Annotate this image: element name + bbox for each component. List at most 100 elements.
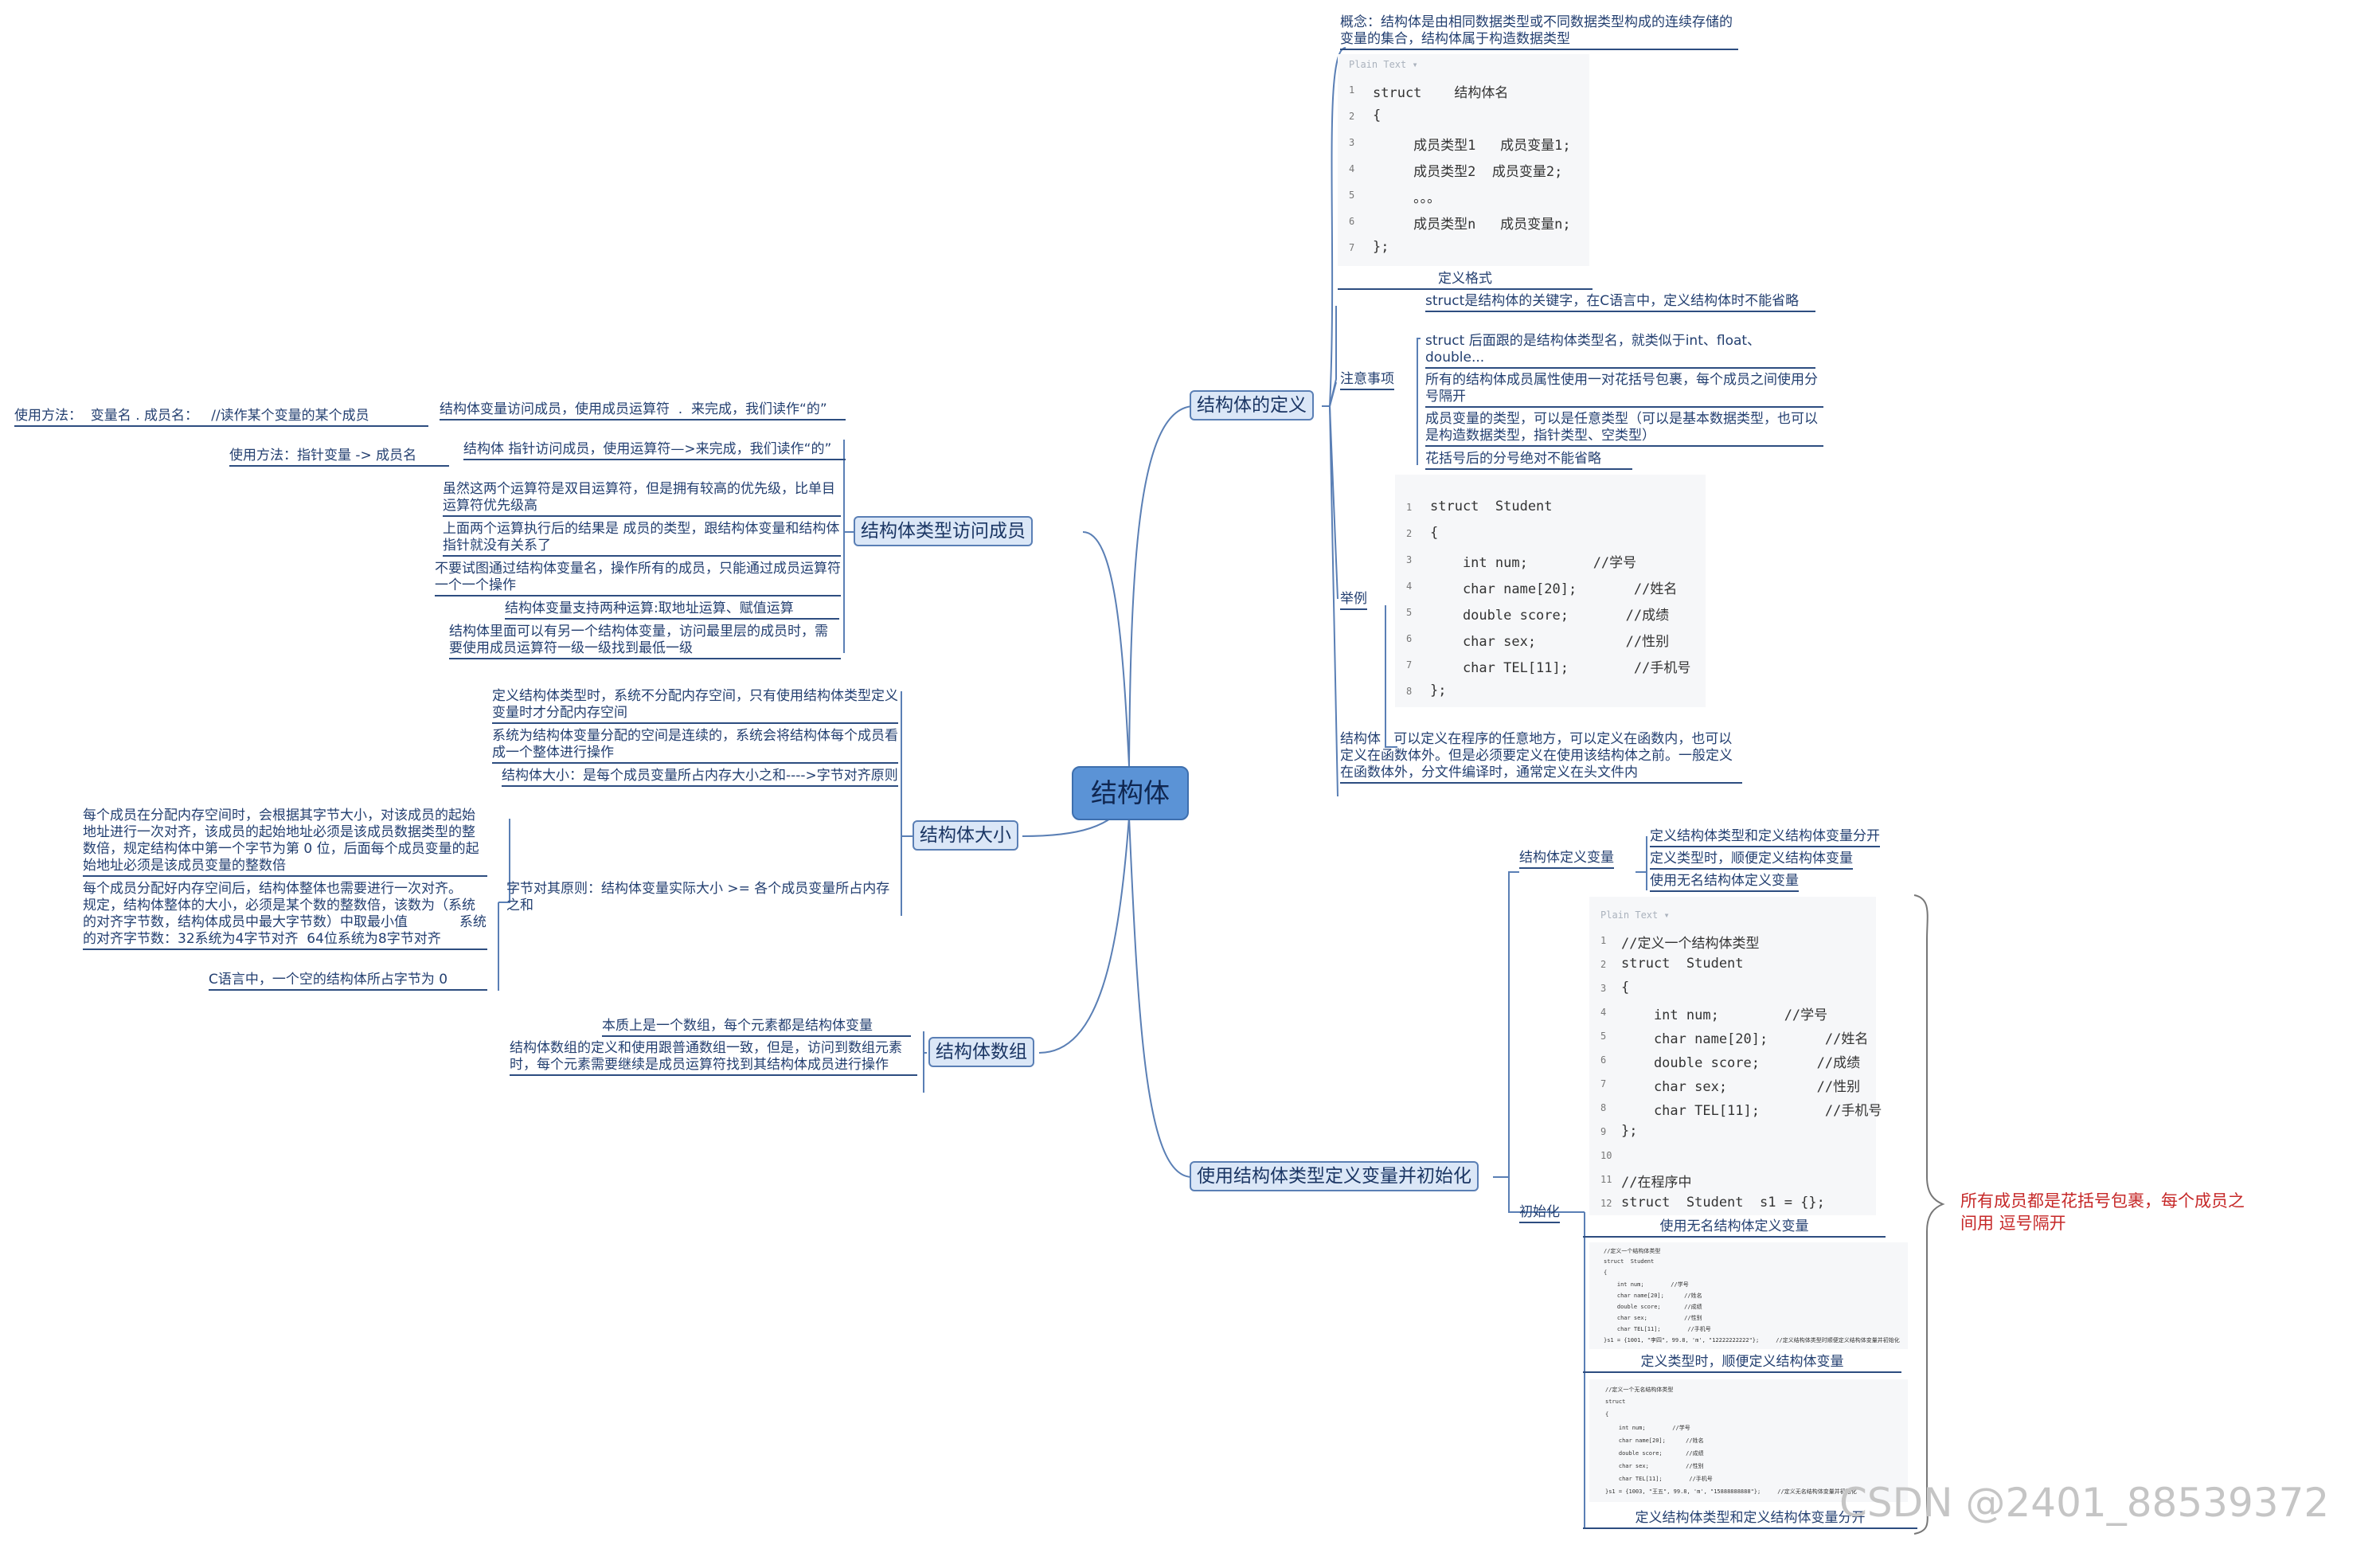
code-line: double score; //成绩 xyxy=(1621,1055,1861,1071)
root-topic[interactable]: 结构体 xyxy=(1072,766,1189,820)
dot-method[interactable]: 使用方法： 变量名 . 成员名： //读作某个变量的某个成员 xyxy=(14,408,428,427)
define-label[interactable]: 结构体定义变量 xyxy=(1519,850,1614,869)
branch-size[interactable]: 结构体大小 xyxy=(913,820,1018,851)
code-line: int num; //学号 xyxy=(1430,555,1637,571)
code-line: int num; //学号 xyxy=(1605,1425,1690,1431)
code-line: double score; //成绩 xyxy=(1605,1450,1704,1457)
define-item[interactable]: 使用无名结构体定义变量 xyxy=(1650,873,1799,892)
code-line: double score; //成绩 xyxy=(1430,608,1670,624)
root-label: 结构体 xyxy=(1091,777,1170,808)
define-item[interactable]: 定义类型时，顺便定义结构体变量 xyxy=(1650,851,1853,870)
code-line: 成员类型2 成员变量2; xyxy=(1373,164,1563,180)
line-number: 1 xyxy=(1600,935,1607,946)
line-number: 4 xyxy=(1406,581,1413,592)
array-item[interactable]: 结构体数组的定义和使用跟普通数组一致，但是，访问到数组元素时，每个元素需要继续是… xyxy=(510,1040,917,1076)
size-item[interactable]: 系统为结构体变量分配的空间是连续的，系统会将结构体每个成员看成一个整体进行操作 xyxy=(492,728,898,764)
align-detail[interactable]: 每个成员分配好内存空间后，结构体整体也需要进行一次对齐。 规定，结构体整体的大小… xyxy=(83,881,487,950)
branch-label: 使用结构体类型定义变量并初始化 xyxy=(1197,1166,1471,1187)
line-number: 3 xyxy=(1349,137,1355,148)
watermark: CSDN @2401_88539372 xyxy=(1839,1480,2330,1526)
line-number: 1 xyxy=(1349,84,1355,96)
access-item[interactable]: 虽然这两个运算符是双目运算符，但是拥有较高的优先级，比单目运算符优先级高 xyxy=(443,481,841,517)
access-item[interactable]: 结构体里面可以有另一个结构体变量，访问最里层的成员时，需要使用成员运算符一级一级… xyxy=(449,624,841,659)
arrow-method[interactable]: 使用方法：指针变量 -> 成员名 xyxy=(229,448,449,467)
init-sub-label[interactable]: 定义类型时，顺便定义结构体变量 xyxy=(1583,1354,1901,1373)
thumb-code-1: //定义一个结构体类型 struct Student { int num; //… xyxy=(1589,1242,1908,1349)
define-item[interactable]: 定义结构体类型和定义结构体变量分开 xyxy=(1650,828,1880,847)
line-number: 4 xyxy=(1349,163,1355,174)
line-number: 11 xyxy=(1600,1174,1612,1185)
size-item[interactable]: 结构体大小：是每个成员变量所占内存大小之和---->字节对齐原则 xyxy=(502,768,898,787)
scope-node[interactable]: 结构体 可以定义在程序的任意地方，可以定义在函数内，也可以定义在函数体外。但是必… xyxy=(1340,731,1742,784)
note-item[interactable]: struct 后面跟的是结构体类型名，就类似于int、float、double.… xyxy=(1425,333,1815,369)
thumb-code-2: //定义一个无名结构体类型 struct { int num; //学号 cha… xyxy=(1589,1379,1908,1502)
align-label[interactable]: 字节对其原则：结构体变量实际大小 >= 各个成员变量所占内存之和 xyxy=(506,881,890,913)
code-line: { xyxy=(1604,1269,1608,1276)
init-sub-label[interactable]: 定义结构体类型和定义结构体变量分开 xyxy=(1583,1510,1917,1529)
init-sub-label[interactable]: 使用无名结构体定义变量 xyxy=(1583,1218,1886,1238)
code-line: }; xyxy=(1621,1123,1638,1139)
line-number: 2 xyxy=(1406,528,1413,539)
code-line: char sex; //性别 xyxy=(1621,1079,1861,1095)
branch-label: 结构体的定义 xyxy=(1197,395,1307,416)
branch-definition[interactable]: 结构体的定义 xyxy=(1190,390,1314,420)
access-item[interactable]: 上面两个运算执行后的结果是 成员的类型，跟结构体变量和结构体指针就没有关系了 xyxy=(443,521,841,557)
code-line: }s1 = {1001, "李四", 99.8, 'm', "122222222… xyxy=(1604,1337,1900,1344)
code-line: char TEL[11]; //手机号 xyxy=(1605,1476,1713,1482)
branch-usage[interactable]: 使用结构体类型定义变量并初始化 xyxy=(1190,1161,1479,1191)
code-line: struct Student s1 = {}; xyxy=(1621,1195,1825,1211)
code-line: int num; //学号 xyxy=(1604,1281,1689,1288)
example-label[interactable]: 举例 xyxy=(1340,591,1367,610)
code-line: 。。。 xyxy=(1373,190,1441,206)
access-item[interactable]: 结构体变量支持两种运算:取地址运算、赋值运算 xyxy=(505,600,839,620)
array-item[interactable]: 本质上是一个数组，每个元素都是结构体变量 xyxy=(602,1018,911,1037)
code-line: char TEL[11]; //手机号 xyxy=(1604,1326,1711,1332)
code-line: char sex; //性别 xyxy=(1605,1463,1704,1469)
note-item[interactable]: 花括号后的分号绝对不能省略 xyxy=(1425,451,1632,470)
code-line: struct xyxy=(1605,1398,1626,1405)
code-line: { xyxy=(1373,108,1381,123)
line-number: 2 xyxy=(1349,111,1355,122)
branch-access[interactable]: 结构体类型访问成员 xyxy=(854,516,1033,546)
notes-label[interactable]: 注意事项 xyxy=(1340,371,1394,390)
code-line: 成员类型n 成员变量n; xyxy=(1373,217,1571,233)
code-line: }; xyxy=(1430,683,1447,698)
note-item[interactable]: 成员变量的类型，可以是任意类型（可以是基本数据类型，也可以是构造数据类型，指针类… xyxy=(1425,411,1823,447)
align-detail[interactable]: 每个成员在分配内存空间时，会根据其字节大小，对该成员的起始地址进行一次对齐，该成… xyxy=(83,808,487,877)
line-number: 1 xyxy=(1406,502,1413,513)
init-label[interactable]: 初始化 xyxy=(1519,1204,1560,1223)
size-item[interactable]: 定义结构体类型时，系统不分配内存空间，只有使用结构体类型定义变量时才分配内存空间 xyxy=(492,688,898,724)
branch-label: 结构体大小 xyxy=(920,825,1011,846)
line-number: 6 xyxy=(1406,633,1413,644)
line-number: 3 xyxy=(1406,554,1413,565)
code-line: struct 结构体名 xyxy=(1373,85,1509,101)
branch-label: 结构体类型访问成员 xyxy=(861,521,1026,542)
code-line: //定义一个结构体类型 xyxy=(1621,936,1760,952)
arrow-desc[interactable]: 结构体 指针访问成员，使用运算符—>来完成，我们读作“的” xyxy=(463,441,846,460)
code-line: { xyxy=(1430,525,1439,541)
line-number: 3 xyxy=(1600,983,1607,994)
format-label[interactable]: 定义格式 xyxy=(1338,271,1593,290)
dot-desc[interactable]: 结构体变量访问成员，使用成员运算符 . 来完成，我们读作“的” xyxy=(440,401,846,420)
note-item[interactable]: struct是结构体的关键字，在C语言中，定义结构体时不能省略 xyxy=(1425,293,1815,312)
concept-node[interactable]: 概念：结构体是由相同数据类型或不同数据类型构成的连续存储的变量的集合，结构体属于… xyxy=(1340,14,1738,50)
line-number: 7 xyxy=(1600,1078,1607,1089)
code-line: { xyxy=(1605,1411,1609,1418)
code-line: char name[20]; //姓名 xyxy=(1604,1293,1702,1299)
branch-array[interactable]: 结构体数组 xyxy=(928,1037,1034,1067)
line-number: 8 xyxy=(1600,1102,1607,1113)
line-number: 8 xyxy=(1406,686,1413,697)
line-number: 4 xyxy=(1600,1007,1607,1018)
access-item[interactable]: 不要试图通过结构体变量名，操作所有的成员，只能通过成员运算符一个一个操作 xyxy=(435,561,841,596)
brace-note[interactable]: 所有成员都是花括号包裹，每个成员之间用 逗号隔开 xyxy=(1960,1191,2245,1233)
note-item[interactable]: 所有的结构体成员属性使用一对花括号包裹，每个成员之间使用分号隔开 xyxy=(1425,372,1823,408)
line-number: 10 xyxy=(1600,1150,1612,1161)
code-line: char sex; //性别 xyxy=(1430,634,1670,650)
line-number: 6 xyxy=(1600,1054,1607,1066)
align-detail[interactable]: C语言中，一个空的结构体所占字节为 0 xyxy=(209,972,487,991)
code-placeholder: Plain Text ▾ xyxy=(1600,909,1670,921)
code-line: char name[20]; //姓名 xyxy=(1605,1437,1704,1444)
